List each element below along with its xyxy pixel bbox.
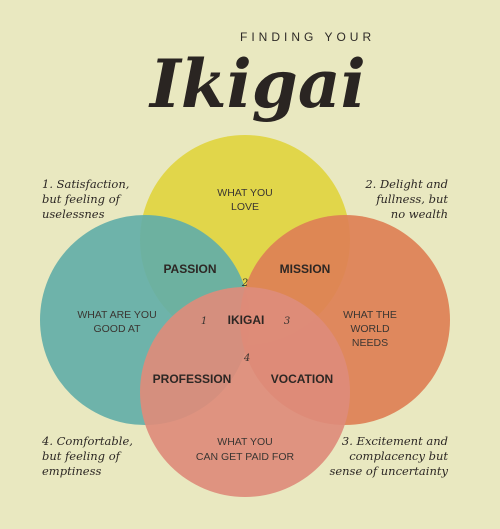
note-1-line3: uselessnes xyxy=(42,207,105,221)
label-paid-line2: CAN GET PAID FOR xyxy=(196,451,295,463)
note-3-line2: complacency but xyxy=(349,449,448,463)
label-good-line2: GOOD AT xyxy=(93,323,141,335)
circle-paid-for xyxy=(140,287,350,497)
label-good-line1: WHAT ARE YOU xyxy=(77,309,156,321)
note-4-line1: 4. Comfortable, xyxy=(41,434,133,448)
note-1-line1: 1. Satisfaction, xyxy=(42,177,129,191)
note-3-line1: 3. Excitement and xyxy=(342,434,448,448)
label-paid-line1: WHAT YOU xyxy=(217,436,272,448)
note-4-line2: but feeling of xyxy=(42,449,122,463)
label-vocation: VOCATION xyxy=(271,372,333,386)
number-1: 1 xyxy=(201,316,207,327)
label-needs-line2: WORLD xyxy=(350,323,390,335)
note-2-line2: fullness, but xyxy=(375,192,448,206)
note-3-line3: sense of uncertainty xyxy=(329,464,448,478)
note-2-line1: 2. Delight and xyxy=(364,177,448,191)
label-ikigai-center: IKIGAI xyxy=(228,313,265,327)
label-mission: MISSION xyxy=(280,262,331,276)
label-needs-line1: WHAT THE xyxy=(343,309,397,321)
note-4-line3: emptiness xyxy=(42,464,101,478)
note-1-line2: but feeling of xyxy=(42,192,122,206)
label-passion: PASSION xyxy=(163,262,216,276)
venn-circles xyxy=(40,135,450,497)
number-3: 3 xyxy=(284,316,290,327)
note-2-line3: no wealth xyxy=(391,207,448,221)
title-big: Ikigai xyxy=(148,45,366,123)
label-love-line1: WHAT YOU xyxy=(217,187,272,199)
label-profession: PROFESSION xyxy=(153,372,232,386)
label-love-line2: LOVE xyxy=(231,201,259,213)
title-small: FINDING YOUR xyxy=(240,30,375,44)
number-2: 2 xyxy=(241,278,248,289)
label-needs-line3: NEEDS xyxy=(352,337,388,349)
number-4: 4 xyxy=(243,353,250,364)
